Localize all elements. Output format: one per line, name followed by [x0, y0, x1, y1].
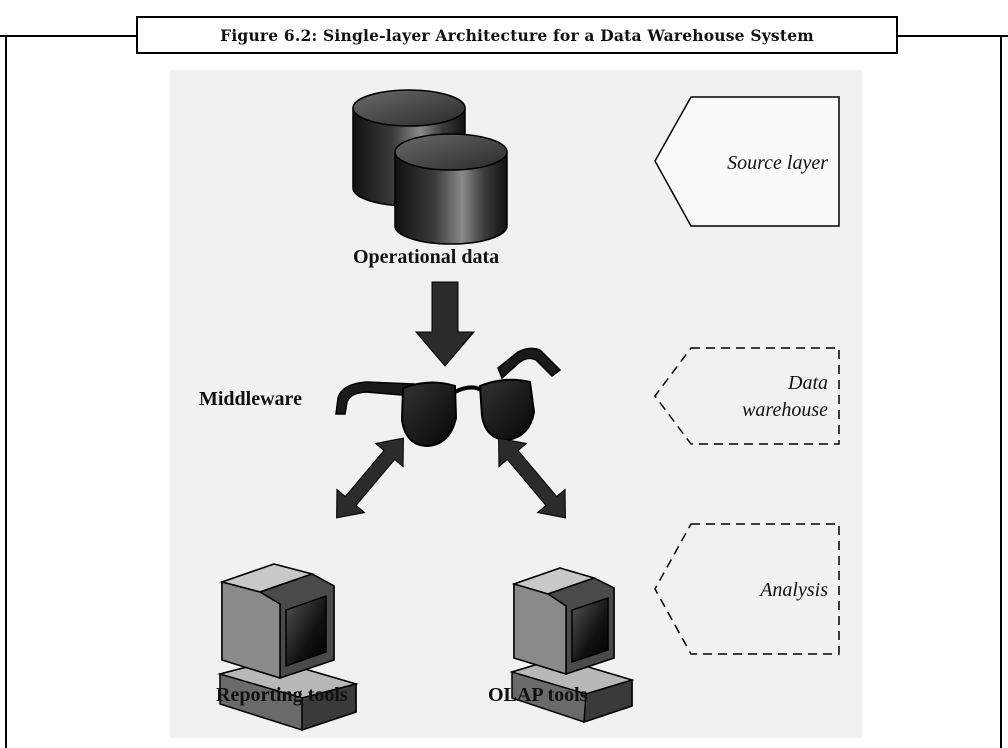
reporting-tools-label: Reporting tools: [216, 684, 348, 706]
data-warehouse-layer-tag: [654, 347, 840, 445]
analysis-label: Analysis: [760, 579, 828, 601]
computer-icon: [217, 563, 359, 732]
database-icon: [352, 89, 508, 245]
double-arrow-icon: [336, 437, 404, 519]
source-layer-label: Source layer: [727, 152, 828, 174]
figure-caption-box: Figure 6.2: Single-layer Architecture fo…: [136, 16, 898, 54]
data-warehouse-label-line1: Data: [788, 372, 828, 394]
computer-icon: [509, 567, 635, 724]
glasses-icon: [335, 347, 562, 448]
data-warehouse-label-line2: warehouse: [742, 399, 828, 421]
olap-tools-label: OLAP tools: [488, 684, 588, 706]
analysis-layer-tag: [654, 523, 840, 655]
double-arrow-icon: [498, 437, 566, 519]
source-layer-tag: [654, 96, 840, 227]
figure-caption: Figure 6.2: Single-layer Architecture fo…: [220, 25, 814, 45]
operational-data-label: Operational data: [353, 246, 500, 268]
arrow-down-icon: [414, 281, 476, 367]
middleware-label: Middleware: [199, 388, 302, 410]
